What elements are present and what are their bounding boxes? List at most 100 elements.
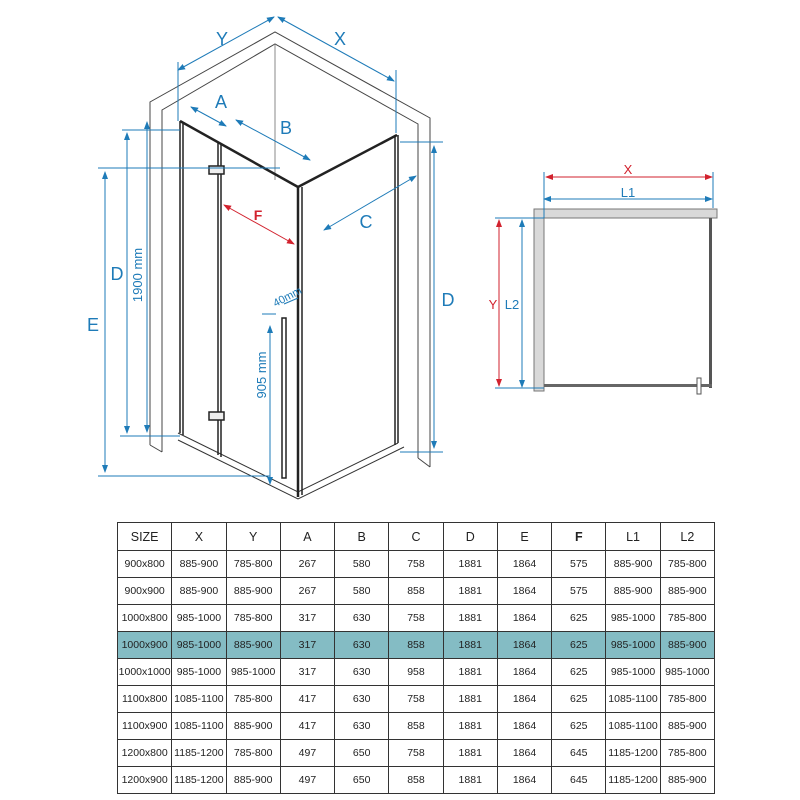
label-B: B [280,118,292,138]
table-cell: 900x900 [116,577,173,605]
column-header-b: B [334,522,390,551]
column-header-f: F [551,522,607,551]
table-cell: 900x800 [116,550,173,578]
column-header-l1: L1 [605,522,661,551]
table-cell: 985-1000 [171,631,227,659]
table-cell: 785-800 [225,685,281,713]
label-height-1900: 1900 mm [130,248,145,302]
table-cell: 858 [388,766,444,794]
label-handle-height-905: 905 mm [254,352,269,399]
table-cell: 580 [334,577,390,605]
table-cell: 958 [388,658,444,686]
table-cell: 1185-1200 [171,766,227,794]
label-Y: Y [216,29,228,49]
table-cell: 885-900 [171,577,227,605]
table-cell: 985-1000 [171,604,227,632]
table-cell: 1100x800 [116,685,173,713]
table-cell: 1864 [496,712,553,740]
table-cell: 625 [551,685,607,713]
table-cell: 785-800 [225,739,281,767]
dimension-lines [98,16,443,485]
table-cell: 1085-1100 [605,685,661,713]
table-cell: 885-900 [605,550,661,578]
table-cell: 317 [279,631,336,659]
column-header-c: C [388,522,444,551]
table-cell: 1881 [442,739,498,767]
plan-label-L2: L2 [505,297,519,312]
table-cell: 1881 [442,766,498,794]
table-cell: 1085-1100 [171,712,227,740]
column-header-l2: L2 [659,522,716,551]
table-cell: 575 [551,577,607,605]
table-cell: 625 [551,712,607,740]
table-cell: 417 [279,685,336,713]
table-cell: 758 [388,604,444,632]
column-header-size: SIZE [116,522,173,551]
table-cell: 1185-1200 [171,739,227,767]
table-cell: 1881 [442,658,498,686]
label-C: C [360,212,373,232]
table-cell: 985-1000 [605,631,661,659]
table-cell: 885-900 [659,577,716,605]
table-cell: 497 [279,739,336,767]
table-cell: 1864 [496,658,553,686]
column-header-a: A [279,522,336,551]
table-cell: 785-800 [225,550,281,578]
table-cell: 985-1000 [171,658,227,686]
table-cell: 630 [334,712,390,740]
table-cell: 1881 [442,604,498,632]
table-cell: 625 [551,658,607,686]
column-header-y: Y [225,522,281,551]
table-cell: 885-900 [659,712,716,740]
table-cell: 985-1000 [605,658,661,686]
table-cell: 1000x1000 [116,658,173,686]
table-cell: 1864 [496,550,553,578]
walls [149,31,431,468]
table-cell: 317 [279,658,336,686]
shower-enclosure-drawing: Y X A B C F D E D 1900 mm 905 mm 40mm X … [87,16,718,500]
table-cell: 1200x800 [116,739,173,767]
plan-label-X: X [624,162,633,177]
table-cell: 1864 [496,631,553,659]
table-cell: 885-900 [225,577,281,605]
table-cell: 630 [334,658,390,686]
column-header-e: E [496,522,553,551]
plan-label-Y: Y [489,297,498,312]
table-cell: 1864 [496,577,553,605]
table-cell: 1000x900 [116,631,173,659]
table-cell: 575 [551,550,607,578]
table-cell: 985-1000 [659,658,716,686]
table-cell: 758 [388,550,444,578]
table-cell: 858 [388,712,444,740]
table-cell: 645 [551,739,607,767]
table-cell: 1881 [442,577,498,605]
table-cell: 645 [551,766,607,794]
table-cell: 650 [334,766,390,794]
label-E: E [87,315,99,335]
table-cell: 885-900 [225,766,281,794]
table-cell: 758 [388,739,444,767]
table-cell: 885-900 [659,766,716,794]
table-cell: 1000x800 [116,604,173,632]
table-cell: 785-800 [659,550,716,578]
label-D-right: D [442,290,455,310]
column-header-d: D [442,522,498,551]
table-cell: 885-900 [659,631,716,659]
table-cell: 885-900 [171,550,227,578]
table-cell: 630 [334,631,390,659]
plan-view [495,172,718,395]
table-cell: 1200x900 [116,766,173,794]
table-cell: 885-900 [605,577,661,605]
table-cell: 985-1000 [605,604,661,632]
table-cell: 1864 [496,685,553,713]
table-cell: 417 [279,712,336,740]
table-cell: 1085-1100 [605,712,661,740]
